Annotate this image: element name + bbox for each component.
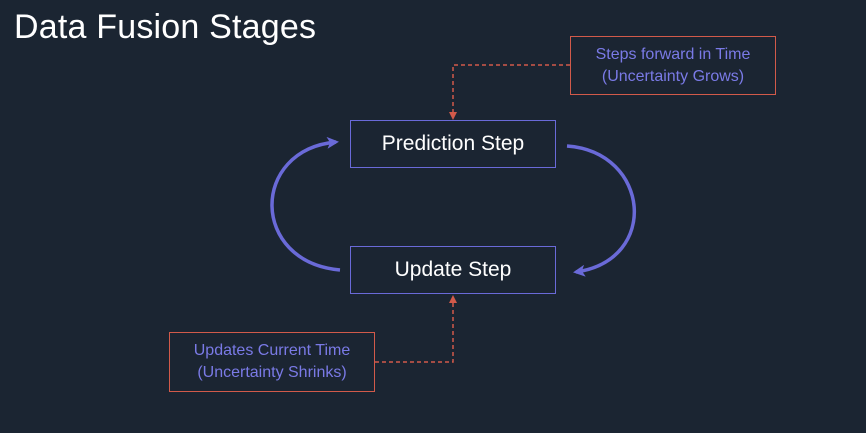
prediction-note-box: Steps forward in Time (Uncertainty Grows…: [570, 36, 776, 95]
arrow-update-to-prediction: [270, 136, 341, 272]
update-step-box: Update Step: [350, 246, 556, 294]
page-title: Data Fusion Stages: [14, 8, 317, 46]
arrow-prediction-to-update: [566, 144, 637, 277]
update-note-line1: Updates Current Time: [193, 342, 351, 359]
prediction-step-box: Prediction Step: [350, 120, 556, 168]
update-note-box: Updates Current Time (Uncertainty Shrink…: [169, 332, 375, 392]
prediction-note-line1: Steps forward in Time: [595, 45, 751, 63]
prediction-note-line2: (Uncertainty Grows): [601, 67, 745, 85]
leader-line-prediction: [449, 64, 570, 120]
update-note-line2: (Uncertainty Shrinks): [197, 364, 347, 381]
update-step-label: Update Step: [394, 258, 512, 281]
prediction-step-label: Prediction Step: [381, 132, 525, 155]
leader-line-update: [375, 295, 457, 363]
